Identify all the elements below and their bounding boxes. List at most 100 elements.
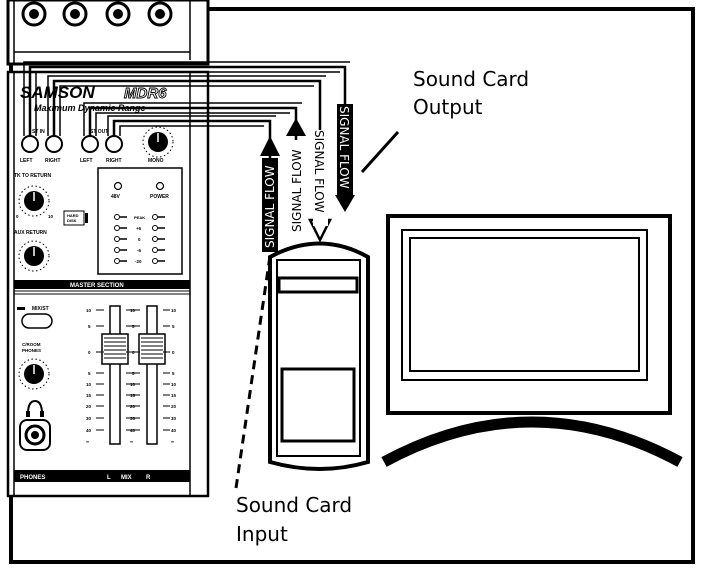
st-in-label: ST IN xyxy=(32,129,45,135)
power-label: POWER xyxy=(150,194,169,200)
phantom-led xyxy=(113,181,123,191)
signal-flow-label-4: SIGNAL FLOW xyxy=(337,106,351,189)
master-section-bar xyxy=(14,280,190,289)
svg-text:20: 20 xyxy=(86,404,92,409)
svg-text:∞: ∞ xyxy=(171,439,174,444)
svg-text:20: 20 xyxy=(130,404,136,409)
fader-scale-left: 10 5 0 5 10 15 20 30 40 ∞ xyxy=(86,308,92,444)
aux-return-label: AUX RETURN xyxy=(14,230,47,236)
svg-text:10: 10 xyxy=(171,308,177,313)
svg-text:Output: Output xyxy=(413,95,483,119)
svg-text:15: 15 xyxy=(130,393,136,398)
mix-l-label: L xyxy=(107,475,111,481)
svg-text:0: 0 xyxy=(172,350,175,355)
mono-knob xyxy=(142,126,174,158)
svg-text:10: 10 xyxy=(130,308,136,313)
hard-disk-label-2: DISK xyxy=(67,218,77,223)
st-in-left-jack xyxy=(21,135,39,153)
meter-label-peak: PEAK xyxy=(134,215,145,220)
meter-label-plus6: +6 xyxy=(136,226,142,231)
signal-flow-labels: SIGNAL FLOW SIGNAL FLOW SIGNAL FLOW SIGN… xyxy=(262,104,353,252)
top-jack-row xyxy=(21,1,173,27)
svg-text:5: 5 xyxy=(88,324,91,329)
signal-flow-label-1: SIGNAL FLOW xyxy=(263,165,277,248)
fader-left xyxy=(101,305,129,445)
svg-text:5: 5 xyxy=(132,371,135,376)
signal-flow-label-2: SIGNAL FLOW xyxy=(290,149,304,232)
mixer-model: MDR6 xyxy=(124,85,167,102)
level-meter: PEAK +6 0 -6 -20 xyxy=(114,214,165,264)
drive-bay xyxy=(277,276,359,294)
svg-text:40: 40 xyxy=(130,428,136,433)
svg-text:15: 15 xyxy=(86,393,92,398)
tk-scale-max: 10 xyxy=(48,214,54,219)
svg-text:Input: Input xyxy=(236,522,288,546)
cable-outlines xyxy=(23,61,350,136)
svg-text:5: 5 xyxy=(172,371,175,376)
svg-text:0: 0 xyxy=(132,350,135,355)
computer-tower xyxy=(268,241,370,471)
aux-return-knob xyxy=(18,240,50,272)
phantom-label: 48V xyxy=(111,194,121,200)
arrow-up-inner xyxy=(286,118,306,136)
meter-label-minus6: -6 xyxy=(137,248,141,253)
arrow-up-outer xyxy=(260,136,280,156)
label-sound-card-input: Sound Card Input xyxy=(236,493,352,546)
st-out-right-jack xyxy=(105,135,123,153)
hard-disk-label-1: HARD xyxy=(67,213,79,218)
svg-text:10: 10 xyxy=(86,308,92,313)
mixer: SAMSON MDR6 Maximum Dynamic Range ST IN … xyxy=(6,0,210,498)
meter-label-minus20: -20 xyxy=(135,259,142,264)
label-sound-card-output: Sound Card Output xyxy=(413,67,529,119)
fader-right xyxy=(138,305,166,445)
st-in-right-jack xyxy=(45,135,63,153)
mix-label: MIX xyxy=(121,475,132,481)
svg-text:15: 15 xyxy=(171,393,177,398)
svg-text:∞: ∞ xyxy=(86,439,89,444)
fader-scale-right: 10 5 0 5 10 15 20 30 40 ∞ xyxy=(171,308,177,444)
hard-disk-switch xyxy=(63,210,85,226)
phones-jack xyxy=(19,419,51,451)
mix-st-label: MIX/ST xyxy=(32,306,49,312)
svg-text:10: 10 xyxy=(86,382,92,387)
phones-label: PHONES xyxy=(20,475,45,481)
st-out-left-label: LEFT xyxy=(80,158,93,164)
svg-text:Sound Card: Sound Card xyxy=(413,67,529,91)
st-in-right-label: RIGHT xyxy=(45,158,61,164)
svg-text:0: 0 xyxy=(88,350,91,355)
tk-to-return-label: TK TO RETURN xyxy=(14,173,52,179)
svg-text:∞: ∞ xyxy=(130,439,133,444)
meter-box xyxy=(97,167,183,275)
fader-tick-marks xyxy=(96,309,170,431)
mixer-brand: SAMSON xyxy=(20,83,95,102)
st-out-label: ST OUT xyxy=(90,129,108,135)
arrow-down-outer xyxy=(335,195,355,212)
svg-text:40: 40 xyxy=(171,428,177,433)
croom-label-2: PHONES xyxy=(22,348,41,353)
svg-text:Sound Card: Sound Card xyxy=(236,493,352,517)
sound-card-output-pointer xyxy=(360,130,400,174)
st-out-left-jack xyxy=(81,135,99,153)
croom-knob xyxy=(18,358,50,390)
headphone-icon xyxy=(27,399,43,415)
svg-text:30: 30 xyxy=(86,416,92,421)
svg-text:5: 5 xyxy=(172,324,175,329)
svg-text:5: 5 xyxy=(132,324,135,329)
mix-r-label: R xyxy=(146,475,151,481)
master-section-label: MASTER SECTION xyxy=(70,283,124,289)
mixer-bottom-bar xyxy=(14,470,190,482)
svg-text:40: 40 xyxy=(86,428,92,433)
monitor xyxy=(381,214,683,467)
mix-st-button xyxy=(21,313,53,329)
svg-text:10: 10 xyxy=(130,382,136,387)
tk-to-return-knob xyxy=(18,185,50,217)
croom-label-1: C/ROOM xyxy=(22,342,41,347)
svg-text:5: 5 xyxy=(88,371,91,376)
svg-text:20: 20 xyxy=(171,404,177,409)
tower-panel xyxy=(280,367,356,443)
sound-card-input-pointer xyxy=(234,255,272,489)
power-led xyxy=(155,181,165,191)
svg-text:30: 30 xyxy=(130,416,136,421)
svg-text:30: 30 xyxy=(171,416,177,421)
